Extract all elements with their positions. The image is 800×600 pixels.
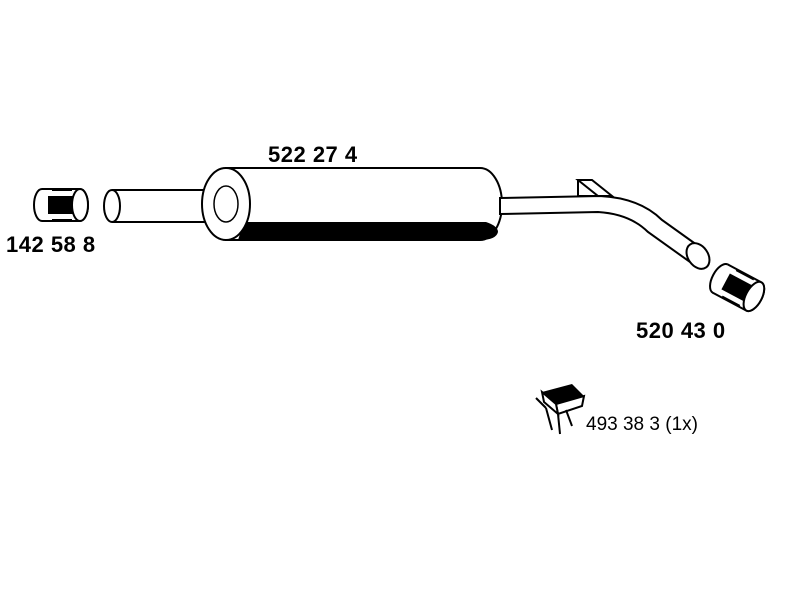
rear-clamp-icon xyxy=(709,262,766,313)
middle-silencer xyxy=(201,167,503,241)
rear-pipe xyxy=(499,179,711,270)
rear-clamp-part-number: 520 43 0 xyxy=(636,318,726,343)
middle-silencer-part-number: 522 27 4 xyxy=(268,142,358,167)
rubber-mount-icon xyxy=(535,384,586,435)
front-clamp-icon xyxy=(33,188,89,222)
front-clamp-part-number: 142 58 8 xyxy=(6,232,96,257)
rubber-mount-part-number: 493 38 3 (1x) xyxy=(586,414,698,435)
